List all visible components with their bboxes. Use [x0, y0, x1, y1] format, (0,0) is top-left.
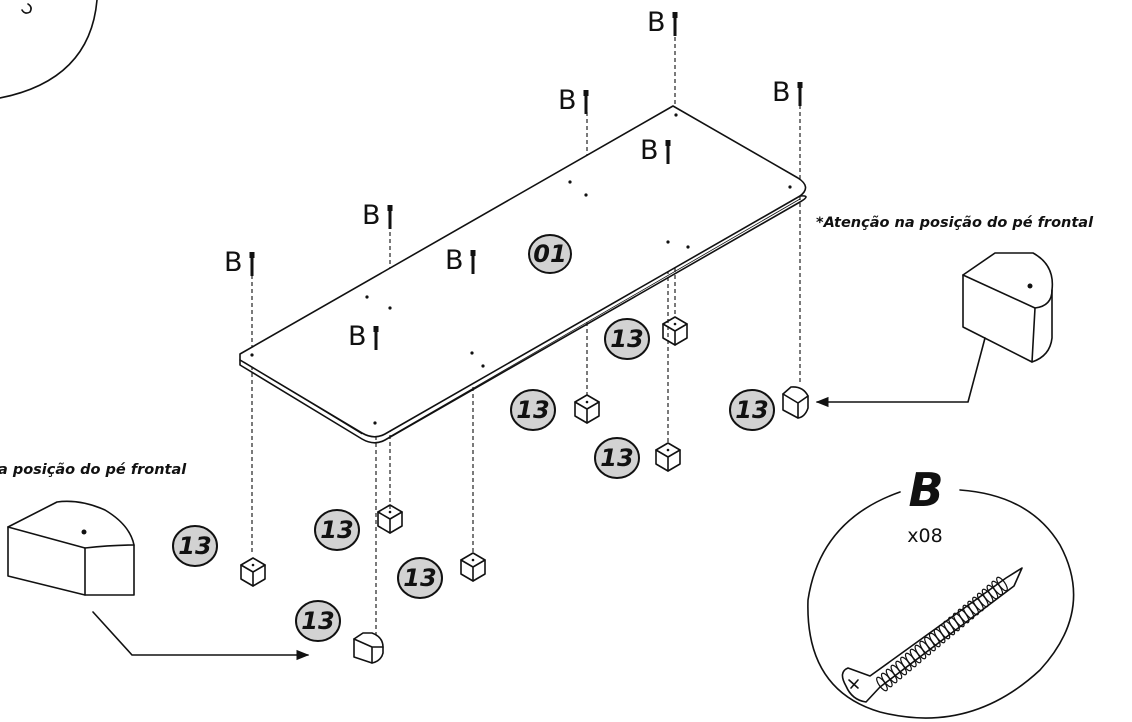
foot-badge-text: 13: [178, 532, 211, 560]
cube-foot-1: [240, 557, 266, 587]
screw-head-icon: [797, 82, 803, 88]
screw-b-4: B: [640, 135, 671, 166]
cube-foot-3: [460, 552, 486, 582]
note-right: *Atenção na posição do pé frontal: [816, 215, 1094, 231]
arrow-left: [92, 611, 310, 661]
cube-foot-4: [574, 394, 600, 424]
foot-badge-5: 13: [510, 389, 556, 431]
screw-label: B: [647, 7, 666, 38]
screw-b-8: B: [348, 321, 379, 352]
foot-badge-1: 13: [172, 525, 218, 567]
note-left: a posição do pé frontal: [0, 462, 187, 478]
screw-label: B: [558, 85, 577, 116]
foot-badge-3: 13: [397, 557, 443, 599]
part-number-text: 01: [533, 240, 566, 268]
screw-b-6: B: [224, 247, 255, 278]
cube-foot-6: [655, 442, 681, 472]
front-foot-detail-right: [962, 252, 1054, 363]
screw-head-icon: [373, 326, 379, 332]
round-foot-1: [353, 632, 384, 664]
screw-head-icon: [583, 90, 589, 96]
feet-group: [240, 316, 809, 664]
foot-badge-text: 13: [735, 396, 768, 424]
callout-quantity: x08: [907, 525, 942, 547]
table-top-panel: [239, 105, 807, 444]
screw-threads: [876, 576, 1008, 692]
round-foot-2: [782, 386, 809, 419]
foot-badge-8: 13: [594, 437, 640, 479]
screw-b-7: B: [445, 245, 476, 276]
screw-head-icon: [672, 12, 678, 18]
screw-b-3: B: [772, 77, 803, 108]
cube-foot-2: [377, 504, 403, 534]
part-number-badge: 01: [528, 234, 572, 274]
foot-badge-text: 13: [516, 396, 549, 424]
foot-badge-6: 13: [604, 318, 650, 360]
screw-b-2: B: [558, 85, 589, 116]
screw-label: B: [640, 135, 659, 166]
foot-badge-text: 13: [320, 516, 353, 544]
foot-badge-text: 13: [301, 607, 334, 635]
screw-head-icon: [470, 250, 476, 256]
foot-badge-2: 13: [314, 509, 360, 551]
foot-badge-text: 13: [403, 564, 436, 592]
foot-badge-4: 13: [295, 600, 341, 642]
arrow-right: [815, 337, 986, 408]
screw-b-1: B: [647, 7, 678, 38]
foot-badges-group: 13 13 13 13 13 13 13 13: [172, 318, 775, 642]
panel-holes: [250, 113, 792, 425]
screw-label: B: [445, 245, 464, 276]
screws-b-group: B B B B B B B B: [224, 7, 803, 352]
previous-step-circle: [0, 0, 98, 99]
callout-letter: B: [908, 463, 943, 517]
screw-callout: B x08: [807, 463, 1075, 719]
screw-head-icon: [387, 205, 393, 211]
screw-b-5: B: [362, 200, 393, 231]
foot-badge-text: 13: [610, 325, 643, 353]
front-foot-detail-left: [7, 500, 135, 596]
screw-head-icon: [249, 252, 255, 258]
screw-label: B: [772, 77, 791, 108]
cube-foot-5: [662, 316, 688, 346]
screw-label: B: [362, 200, 381, 231]
screw-label: B: [348, 321, 367, 352]
foot-badge-7: 13: [729, 389, 775, 431]
foot-badge-text: 13: [600, 444, 633, 472]
screw-head-icon: [665, 140, 671, 146]
screw-label: B: [224, 247, 243, 278]
screw-illustration-icon: [841, 567, 1023, 703]
